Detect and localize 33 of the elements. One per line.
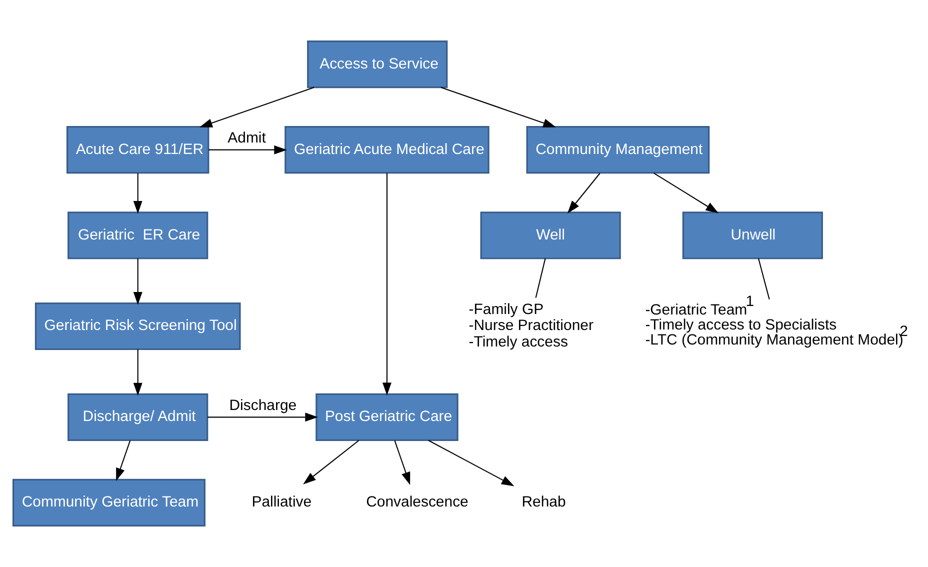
arrow — [428, 440, 514, 486]
node-box: Acute Care 911/ER — [66, 126, 209, 174]
arrow — [132, 349, 142, 396]
edge-label: Admit — [227, 130, 266, 147]
arrow — [132, 258, 142, 305]
arrow — [652, 172, 718, 214]
arrow — [132, 173, 142, 214]
arrow — [302, 440, 359, 484]
node-box: Post Geriatric Care — [315, 393, 458, 441]
node-box: Discharge/ Admit — [67, 393, 208, 441]
node-text: Convalescence — [366, 494, 468, 511]
node-box: Community Management — [526, 126, 710, 174]
arrow — [440, 86, 556, 128]
arrow — [394, 440, 410, 485]
edge-label: Discharge — [228, 396, 296, 414]
node-box: Access to Service — [306, 40, 448, 88]
node-box: Well — [480, 212, 620, 260]
node-box: Geriatric Risk Screening Tool — [34, 302, 240, 350]
arrow — [208, 145, 286, 154]
connector — [757, 258, 770, 300]
node-box: Community Geriatric Team — [12, 478, 205, 526]
arrow — [116, 440, 130, 482]
node-text: -Family GP -Nurse Practitioner -Timely access — [468, 301, 593, 350]
node-box: Geriatric Acute Medical Care — [284, 126, 489, 174]
node-text: Rehab — [521, 494, 566, 511]
connector — [534, 258, 546, 298]
arrow — [566, 172, 600, 214]
node-box: Unwell — [682, 212, 822, 260]
arrow — [207, 412, 318, 422]
node-box: Geriatric ER Care — [67, 212, 208, 260]
arrow — [382, 173, 391, 396]
node-text: Palliative — [251, 494, 312, 511]
arrow — [199, 86, 314, 128]
